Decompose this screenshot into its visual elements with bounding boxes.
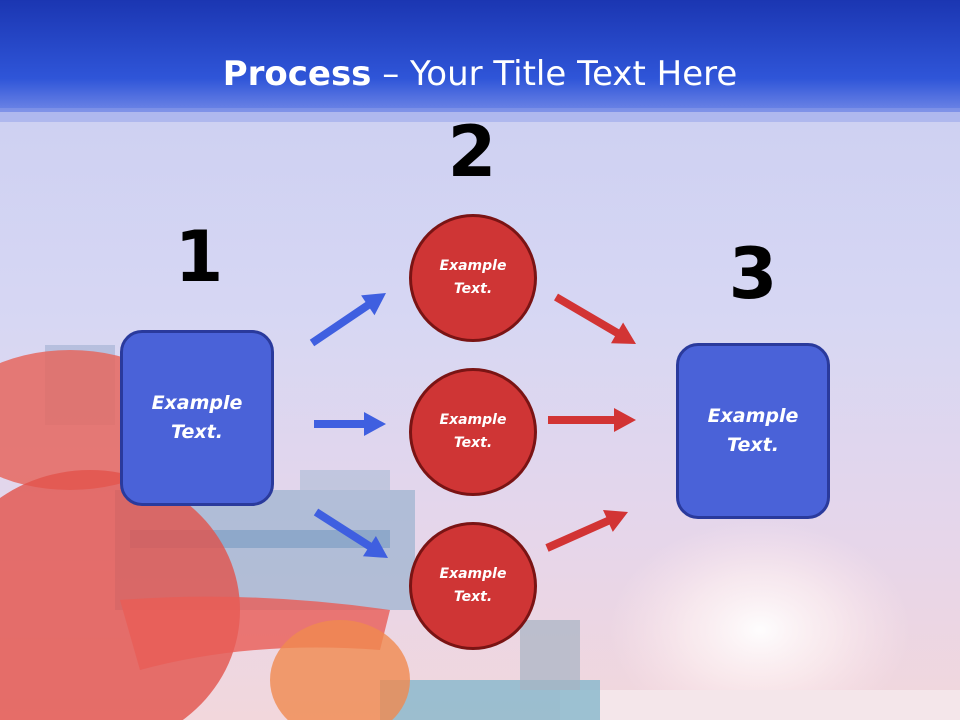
- arrow-2-middle-to-3: [548, 408, 636, 432]
- step-number-3: 3: [728, 233, 778, 315]
- arrow-1-to-2-bottom: [313, 508, 388, 558]
- step-1-box: Example Text.: [120, 330, 274, 506]
- arrow-1-to-2-middle: [314, 412, 386, 436]
- title-bold: Process: [222, 54, 372, 94]
- arrow-2-top-to-3: [554, 293, 636, 344]
- arrow-2-bottom-to-3: [545, 510, 628, 552]
- slide-title: Process – Your Title Text Here: [0, 52, 960, 96]
- step-2-circle-bottom: Example Text.: [409, 522, 537, 650]
- step-2-circle-middle: Example Text.: [409, 368, 537, 496]
- step-number-1: 1: [174, 216, 224, 298]
- title-rest: – Your Title Text Here: [371, 54, 738, 94]
- step-3-box: Example Text.: [676, 343, 830, 519]
- step-2-circle-top: Example Text.: [409, 214, 537, 342]
- step-number-2: 2: [447, 111, 497, 193]
- arrow-1-to-2-top: [309, 293, 386, 347]
